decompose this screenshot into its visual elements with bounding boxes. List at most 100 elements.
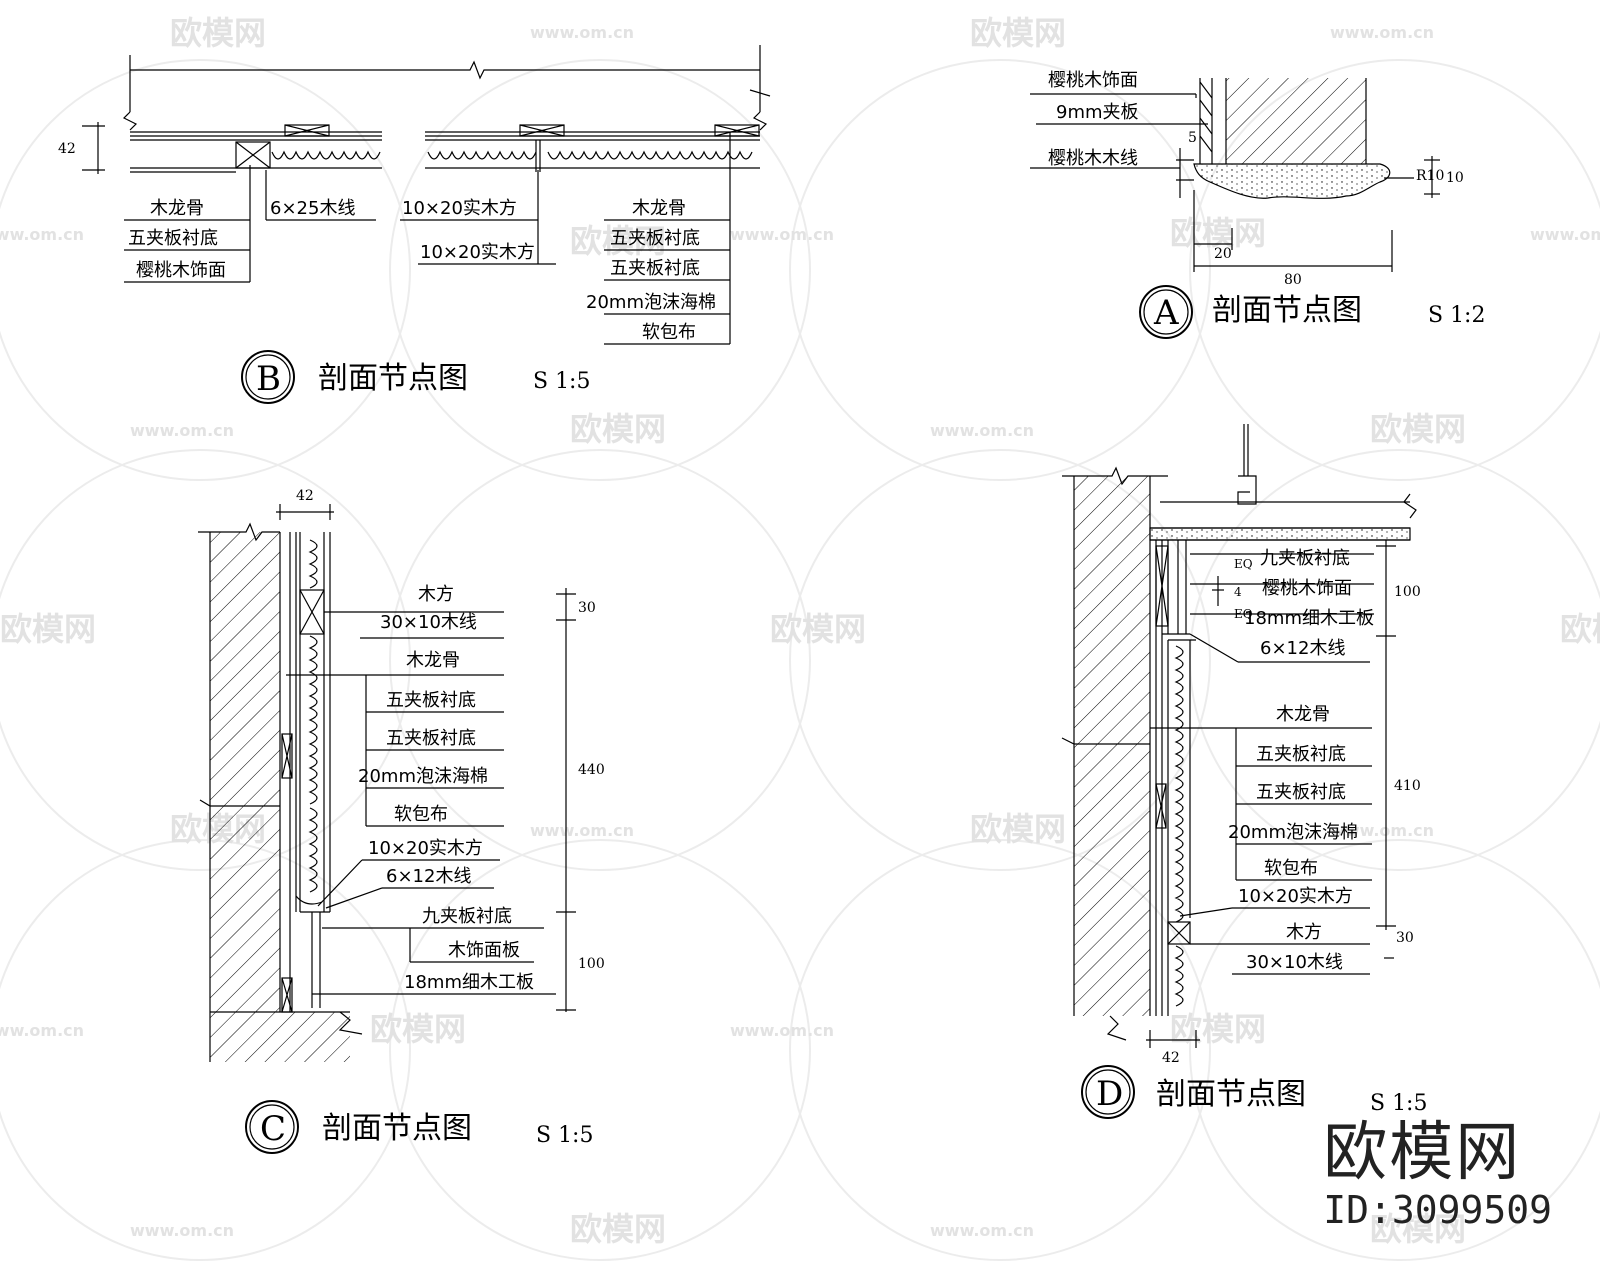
detail-c-text: 42 30 440 100 木方 30×10木线 木龙骨 五夹板衬底 五夹板衬底… [260, 488, 605, 1149]
dim-d-4: 4 [1234, 585, 1242, 599]
brand-name: 欧模网 [1323, 1116, 1522, 1190]
watermark-brand: 欧模网 [1560, 610, 1600, 648]
dim-d-410: 410 [1394, 778, 1421, 794]
dim-a-80: 80 [1284, 272, 1302, 288]
watermark-url: www.om.cn [0, 225, 84, 244]
label-c-solid-wood: 10×20实木方 [368, 838, 483, 859]
detail-d-title: 剖面节点图 [1156, 1077, 1306, 1112]
watermark-url: www.om.cn [730, 1021, 834, 1040]
label-d-blockboard: 18mm细木工板 [1244, 608, 1374, 629]
label-b-right-plywood-1: 五夹板衬底 [610, 228, 700, 249]
watermark-brand: 欧模网 [0, 610, 96, 648]
label-c-wood-line-6x12: 6×12木线 [386, 866, 471, 887]
watermark-url: www.om.cn [530, 821, 634, 840]
detail-a [1030, 78, 1440, 339]
brand-badge: 欧模网 ID:3099509 [1323, 1118, 1552, 1232]
label-d-solid-wood: 10×20实木方 [1238, 886, 1353, 907]
dim-a-20: 20 [1214, 246, 1232, 262]
watermark-brand: 欧模网 [1170, 214, 1266, 252]
label-b-right-plywood-2: 五夹板衬底 [610, 258, 700, 279]
label-a-cherry-veneer: 樱桃木饰面 [1048, 70, 1138, 91]
label-b-wood-line: 6×25木线 [270, 198, 355, 219]
label-d-wood-line-30x10: 30×10木线 [1246, 952, 1343, 973]
detail-c-title: 剖面节点图 [322, 1111, 472, 1146]
watermark-url: www.om.cn [0, 1021, 84, 1040]
label-d-wood-line-6x12: 6×12木线 [1260, 638, 1345, 659]
label-a-plywood: 9mm夹板 [1056, 102, 1139, 123]
label-d-keel: 木龙骨 [1276, 704, 1330, 725]
dim-c-30: 30 [578, 600, 596, 616]
watermark-layer: 欧模网 欧模网 欧模网 欧模网 欧模网 欧模网 欧模网 欧模网 欧模网 欧模网 … [0, 14, 1600, 1261]
label-c-plywood-2: 五夹板衬底 [386, 728, 476, 749]
watermark-brand: 欧模网 [1170, 1010, 1266, 1048]
watermark-brand: 欧模网 [170, 14, 266, 52]
watermark-url: www.om.cn [530, 23, 634, 42]
label-d-plywood-2: 五夹板衬底 [1256, 782, 1346, 803]
dim-d-42: 42 [1162, 1050, 1180, 1066]
dim-a-10: 10 [1446, 170, 1464, 186]
watermark-url: www.om.cn [730, 225, 834, 244]
label-a-cherry-moulding: 樱桃木木线 [1048, 148, 1138, 169]
detail-a-scale: S 1:2 [1428, 303, 1485, 328]
watermark-brand: 欧模网 [570, 1210, 666, 1248]
label-c-9-plywood: 九夹板衬底 [422, 906, 512, 927]
dim-d-eq-2: EQ [1234, 607, 1253, 621]
label-b-foam: 20mm泡沫海棉 [586, 292, 716, 313]
label-c-wood-line-30x10: 30×10木线 [380, 612, 477, 633]
dim-d-100: 100 [1394, 584, 1421, 600]
label-b-plywood: 五夹板衬底 [128, 228, 218, 249]
watermark-brand: 欧模网 [370, 1010, 466, 1048]
dim-a-5: 5 [1188, 130, 1197, 146]
dim-a-r10: R10 [1416, 168, 1444, 184]
watermark-brand: 欧模网 [570, 410, 666, 448]
label-b-block-1: 10×20实木方 [402, 198, 517, 219]
detail-d-scale: S 1:5 [1370, 1091, 1427, 1116]
label-c-wood-block: 木方 [418, 584, 454, 605]
label-d-wood-block: 木方 [1286, 922, 1322, 943]
detail-b-title: 剖面节点图 [318, 361, 468, 396]
label-b-cherry-veneer: 樱桃木饰面 [136, 260, 226, 281]
detail-c-scale: S 1:5 [536, 1123, 593, 1148]
detail-d-text: EQ 4 EQ 九夹板衬底 樱桃木饰面 18mm细木工板 6×12木线 木龙骨 … [1096, 548, 1427, 1116]
detail-b-scale: S 1:5 [533, 369, 590, 394]
label-c-blockboard: 18mm细木工板 [404, 972, 534, 993]
label-d-foam: 20mm泡沫海棉 [1228, 822, 1358, 843]
label-d-plywood-1: 五夹板衬底 [1256, 744, 1346, 765]
dim-c-42: 42 [296, 488, 314, 504]
label-b-right-keel: 木龙骨 [632, 198, 686, 219]
detail-a-title: 剖面节点图 [1212, 293, 1362, 328]
label-c-foam: 20mm泡沫海棉 [358, 766, 488, 787]
model-id: ID:3099509 [1323, 1188, 1552, 1232]
detail-b-mark: B [256, 359, 281, 399]
label-c-fabric: 软包布 [394, 804, 448, 825]
label-b-block-2: 10×20实木方 [420, 242, 535, 263]
detail-c-mark: C [260, 1109, 286, 1149]
watermark-brand: 欧模网 [970, 810, 1066, 848]
detail-b [82, 45, 771, 404]
label-b-fabric: 软包布 [642, 322, 696, 343]
watermark-url: www.om.cn [130, 1221, 234, 1240]
watermark-url: www.om.cn [1530, 225, 1600, 244]
watermark-url: www.om.cn [930, 421, 1034, 440]
label-d-cherry-veneer: 樱桃木饰面 [1262, 578, 1352, 599]
detail-d [1061, 424, 1417, 1119]
watermark-brand: 欧模网 [770, 610, 866, 648]
label-c-veneer-board: 木饰面板 [448, 940, 520, 961]
watermark-brand: 欧模网 [1370, 410, 1466, 448]
watermark-brand: 欧模网 [1370, 1210, 1466, 1248]
dim-c-440: 440 [578, 762, 605, 778]
watermark-url: www.om.cn [930, 1221, 1034, 1240]
label-d-9-plywood: 九夹板衬底 [1260, 548, 1350, 569]
dim-c-100: 100 [578, 956, 605, 972]
dim-42-b: 42 [58, 141, 76, 157]
label-d-fabric: 软包布 [1264, 858, 1318, 879]
watermark-url: www.om.cn [130, 421, 234, 440]
detail-d-mark: D [1096, 1074, 1123, 1114]
dim-d-30: 30 [1396, 930, 1414, 946]
label-c-plywood-1: 五夹板衬底 [386, 690, 476, 711]
label-b-keel: 木龙骨 [150, 198, 204, 219]
watermark-brand: 欧模网 [570, 222, 666, 260]
watermark-url: www.om.cn [1330, 821, 1434, 840]
label-c-keel: 木龙骨 [406, 650, 460, 671]
